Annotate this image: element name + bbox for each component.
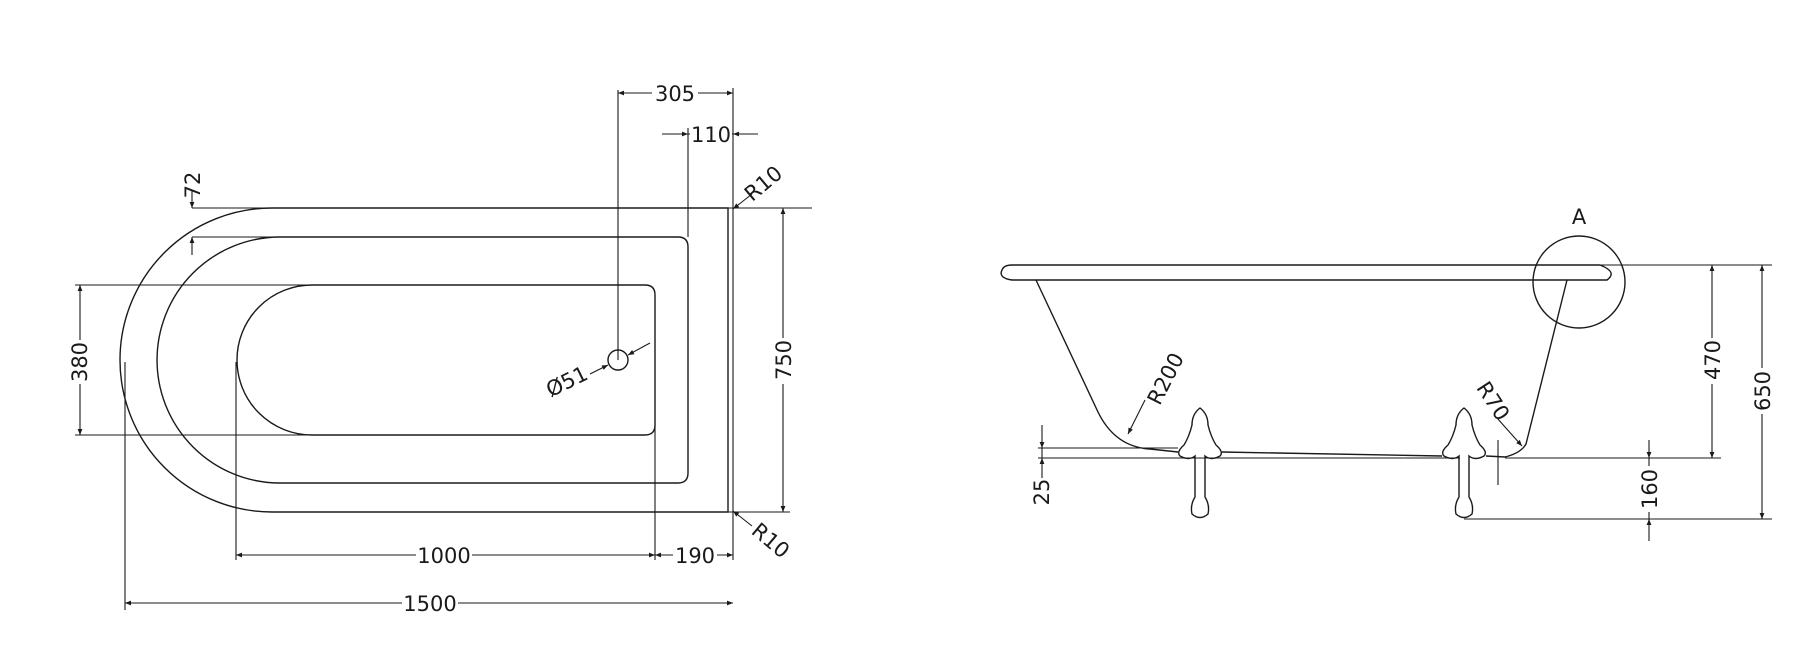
dim-750: 750 — [772, 340, 796, 380]
dim-470: 470 — [1701, 340, 1725, 380]
dim-diameter-51: Ø51 — [542, 361, 591, 402]
tub-inner-rim — [156, 236, 689, 484]
dim-r10-top: R10 — [740, 161, 787, 206]
side-view: A R200 R70 25 160 470 650 — [1000, 205, 1777, 541]
dim-305: 305 — [655, 82, 695, 106]
dim-160: 160 — [1638, 469, 1662, 509]
dim-110: 110 — [691, 123, 731, 147]
right-foot — [1441, 407, 1487, 519]
detail-label-a: A — [1572, 205, 1587, 229]
dim-1000: 1000 — [417, 544, 470, 568]
dim-r10-bottom: R10 — [747, 518, 794, 563]
plan-view: 305 110 72 380 750 Ø51 R10 R10 — [62, 78, 812, 616]
tub-body — [1035, 279, 1568, 458]
dim-1500: 1500 — [403, 592, 456, 616]
detail-circle-a — [1532, 235, 1626, 329]
dim-72: 72 — [181, 172, 205, 199]
dim-r70: R70 — [1472, 377, 1515, 425]
dim-r200: R200 — [1143, 349, 1189, 409]
tub-basin — [236, 284, 656, 436]
dim-25: 25 — [1030, 479, 1054, 506]
dim-650: 650 — [1751, 371, 1775, 411]
left-foot — [1177, 407, 1223, 519]
dim-190: 190 — [675, 544, 715, 568]
tub-rim — [1000, 264, 1612, 281]
dim-380: 380 — [68, 342, 92, 382]
tub-outer-rim — [119, 207, 729, 513]
